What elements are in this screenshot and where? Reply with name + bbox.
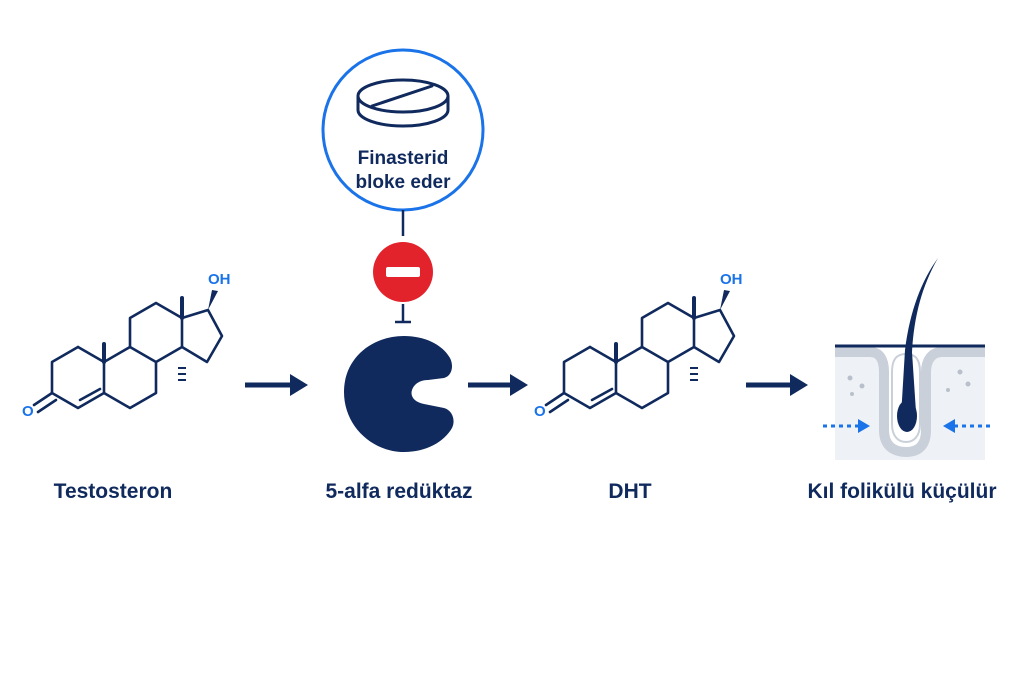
testosterone-oh-label: OH — [208, 271, 231, 288]
hair-follicle-icon — [823, 258, 990, 460]
inhibition-bar — [395, 304, 411, 324]
enzyme-icon — [344, 336, 454, 452]
testosterone-oxygen-label: O — [22, 403, 34, 420]
shrink-arrow-right-icon — [943, 419, 990, 433]
shrink-arrow-left-icon — [823, 419, 870, 433]
arrow-right-icon — [468, 374, 528, 396]
testosterone-molecule-icon: O OH — [22, 271, 231, 420]
arrow-right-icon — [746, 374, 808, 396]
step-label-dht: DHT — [608, 480, 651, 503]
dht-molecule-icon: O OH — [534, 271, 743, 420]
blocker-label-line1: Finasterid — [358, 148, 449, 169]
stop-icon — [373, 242, 433, 302]
step-label-follicle: Kıl folikülü küçülür — [807, 480, 996, 503]
dht-oxygen-label: O — [534, 403, 546, 420]
arrow-right-icon — [245, 374, 308, 396]
pill-icon — [356, 78, 450, 128]
blocker-label-line2: bloke eder — [355, 172, 451, 193]
finasteride-bubble: Finasterid bloke eder — [321, 48, 485, 212]
step-label-enzyme: 5-alfa redüktaz — [325, 480, 472, 503]
step-label-testosterone: Testosteron — [54, 480, 173, 503]
dht-oh-label: OH — [720, 271, 743, 288]
